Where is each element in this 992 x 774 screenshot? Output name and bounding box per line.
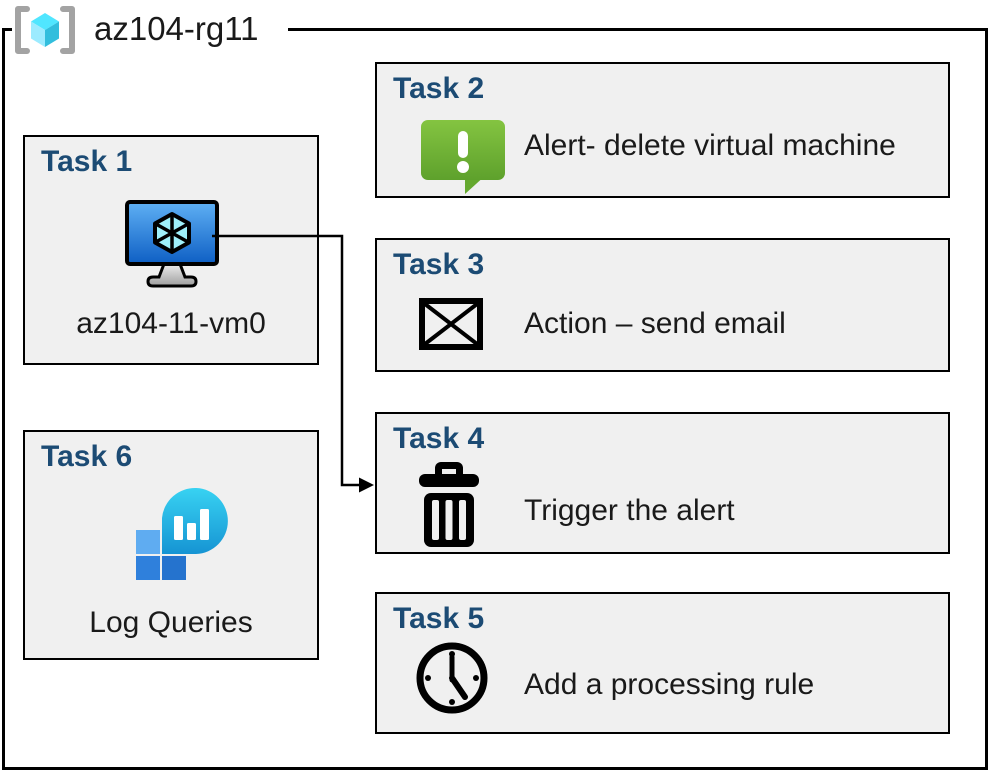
log-analytics-icon	[136, 488, 228, 580]
task3-title: Task 3	[393, 248, 485, 281]
task4-box: Task 4 Trigger the alert	[375, 412, 950, 554]
trash-icon	[419, 462, 479, 547]
task3-box: Task 3 Action – send email	[375, 238, 950, 372]
task6-box: Task 6 Log Queries	[23, 430, 319, 660]
task2-title: Task 2	[393, 72, 485, 105]
task1-caption: az104-11-vm0	[76, 307, 266, 340]
task6-caption: Log Queries	[89, 606, 253, 639]
task5-box: Task 5 Add a processing rule	[375, 592, 950, 734]
resource-group-icon	[15, 6, 75, 54]
virtual-machine-icon	[125, 200, 219, 288]
email-icon	[419, 298, 483, 350]
task2-box: Task 2 Alert- delete virtual machine	[375, 62, 950, 198]
task5-caption: Add a processing rule	[524, 668, 815, 701]
task4-caption: Trigger the alert	[524, 494, 735, 527]
resource-group-legend: az104-rg11	[12, 2, 288, 58]
task1-box: Task 1 az104-11-vm0	[23, 135, 319, 365]
task2-caption: Alert- delete virtual machine	[524, 129, 896, 162]
task3-caption: Action – send email	[524, 307, 786, 340]
alert-icon	[421, 120, 505, 194]
clock-icon	[416, 642, 488, 714]
task1-title: Task 1	[41, 145, 133, 178]
resource-group-name: az104-rg11	[94, 10, 259, 47]
task6-title: Task 6	[41, 440, 133, 473]
task4-title: Task 4	[393, 422, 485, 455]
task5-title: Task 5	[393, 602, 485, 635]
